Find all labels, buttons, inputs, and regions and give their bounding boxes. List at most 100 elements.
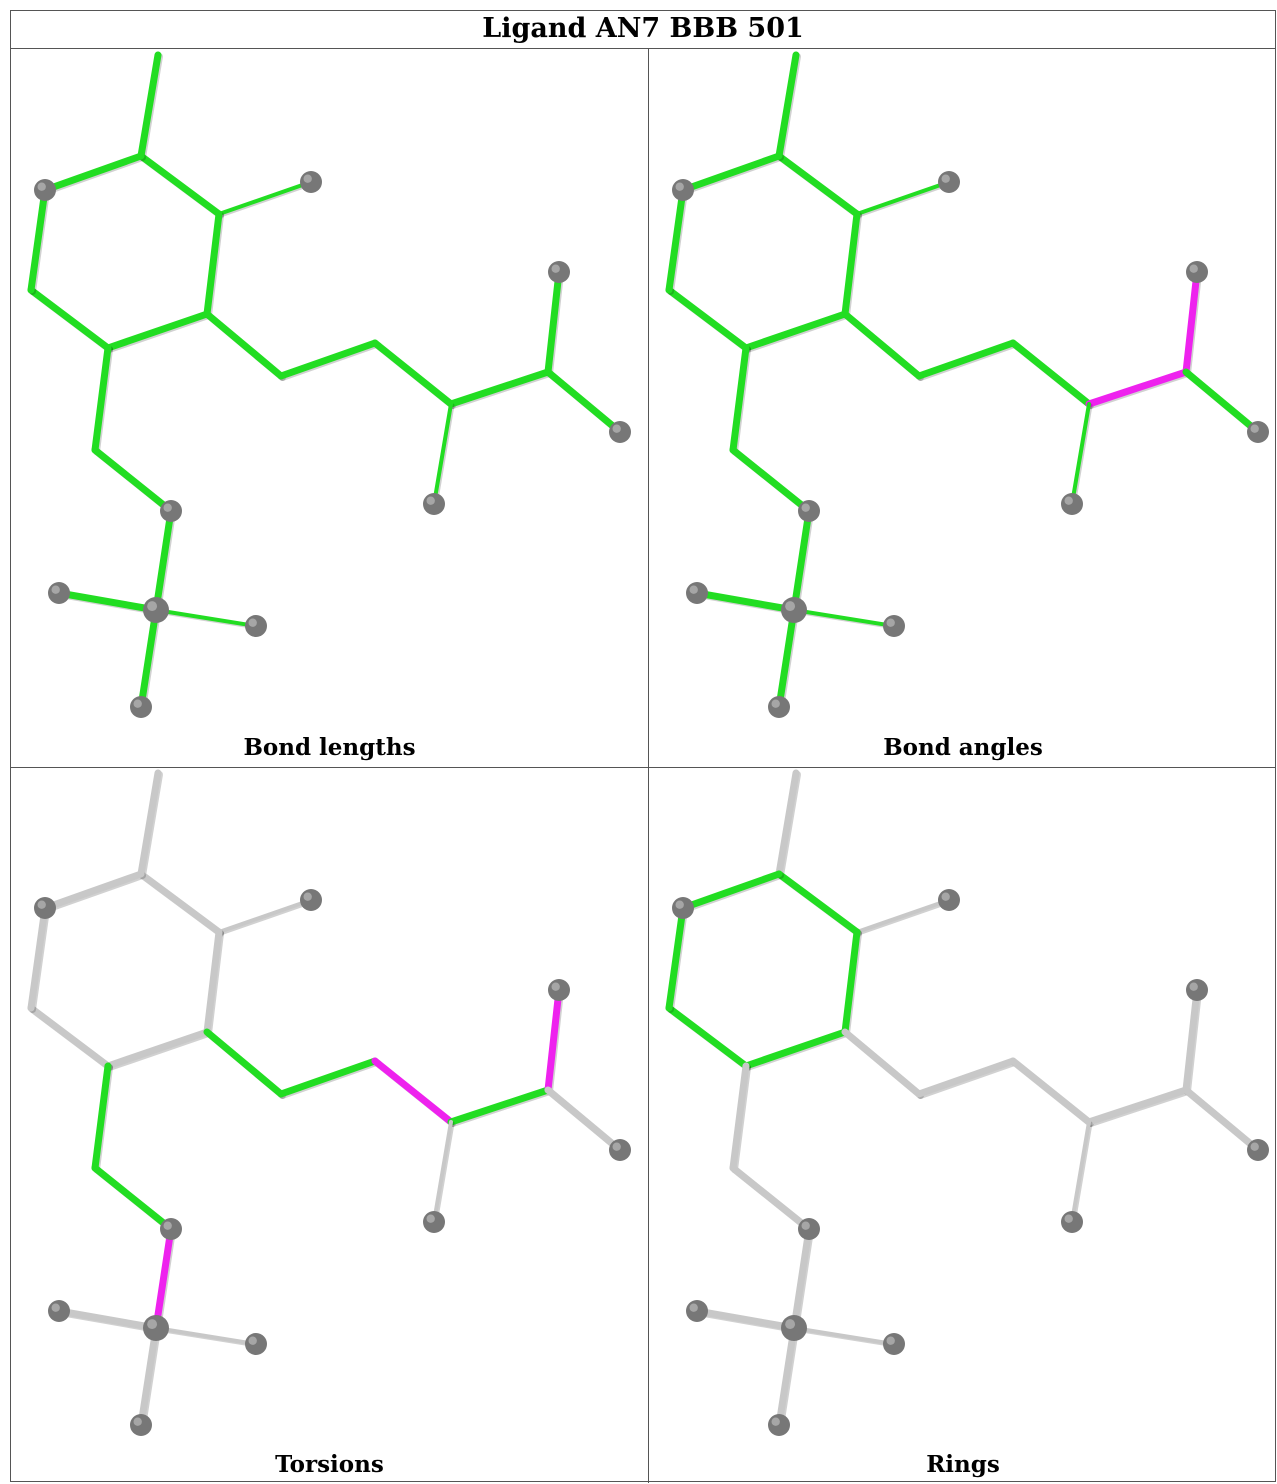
panel-caption: Bond angles xyxy=(883,734,1043,761)
bond-s-s1 xyxy=(91,1164,175,1233)
atom-highlight xyxy=(1250,424,1259,433)
atom-highlight xyxy=(886,1336,895,1345)
bond-a1-a2 xyxy=(915,339,1017,380)
bond-r2-m1 xyxy=(855,180,951,216)
atom-highlight xyxy=(1189,264,1198,273)
bond-r3-r4 xyxy=(742,1028,849,1070)
atom-p4 xyxy=(768,696,790,718)
atom-highlight xyxy=(133,699,142,708)
atom-t1 xyxy=(1061,493,1083,515)
atom-c3 xyxy=(609,421,631,443)
bond-a2-a3 xyxy=(1009,1057,1093,1126)
bond-a2-a3 xyxy=(1009,339,1093,408)
bond-c1-c3 xyxy=(544,1086,624,1154)
bond-r2-m1 xyxy=(855,898,951,934)
bond-top-r1 xyxy=(137,769,162,878)
atom-s1 xyxy=(798,500,820,522)
bond-c1-c2 xyxy=(544,986,563,1094)
bond-s-s1 xyxy=(729,446,813,515)
bond-p1-p3 xyxy=(792,608,896,628)
atom-highlight xyxy=(771,1417,780,1426)
grid-divider-vertical xyxy=(648,49,649,1483)
atom-highlight xyxy=(801,503,810,512)
atom-c2 xyxy=(548,261,570,283)
atom-highlight xyxy=(551,982,560,991)
molecule-view xyxy=(27,51,631,718)
panel-torsions: Torsions xyxy=(11,768,648,1483)
bond-a2-a3 xyxy=(371,339,455,408)
atom-highlight xyxy=(37,900,46,909)
atom-highlight xyxy=(248,618,257,627)
atom-p3 xyxy=(883,1333,905,1355)
figure-title: Ligand AN7 BBB 501 xyxy=(11,11,1275,49)
atom-highlight xyxy=(147,601,158,612)
bond-s1-p1 xyxy=(790,507,813,614)
bond-p1-p2 xyxy=(55,589,160,614)
bond-r1-r2 xyxy=(137,152,223,218)
bond-s-s1 xyxy=(91,446,175,515)
grid-divider-horizontal xyxy=(11,767,1275,768)
atom-r6 xyxy=(34,897,56,919)
bond-r4-s xyxy=(91,344,112,454)
bond-r4-r5 xyxy=(27,286,112,352)
bond-c1-c2 xyxy=(1182,268,1201,376)
atom-highlight xyxy=(785,1319,796,1330)
atom-highlight xyxy=(886,618,895,627)
bond-top-r1 xyxy=(775,51,800,160)
bond-c1-c3 xyxy=(1182,1086,1262,1154)
atom-highlight xyxy=(426,1214,435,1223)
atom-highlight xyxy=(689,1303,698,1312)
atom-p4 xyxy=(130,1414,152,1436)
atom-highlight xyxy=(551,264,560,273)
bond-r5-r6 xyxy=(27,904,49,1012)
atom-highlight xyxy=(801,1221,810,1230)
atom-m1 xyxy=(938,889,960,911)
panel-bond-angles: Bond angles xyxy=(649,50,1277,767)
atom-highlight xyxy=(1189,982,1198,991)
bond-a3-t1 xyxy=(1070,1120,1091,1224)
bond-r2-r3 xyxy=(841,928,861,1036)
figure-frame: Ligand AN7 BBB 501 Bond lengths Bond ang… xyxy=(10,10,1277,1483)
bond-a2-a3 xyxy=(371,1057,455,1126)
atom-m1 xyxy=(938,171,960,193)
panel-caption: Bond lengths xyxy=(243,734,416,761)
atom-highlight xyxy=(303,892,312,901)
bond-p1-p4 xyxy=(775,606,798,711)
bond-r4-r5 xyxy=(665,1004,750,1070)
bond-top-r1 xyxy=(137,51,162,160)
bond-a3-t1 xyxy=(432,1120,453,1224)
atom-highlight xyxy=(133,1417,142,1426)
panel-caption: Torsions xyxy=(275,1451,384,1478)
atom-highlight xyxy=(675,900,684,909)
bond-r2-r3 xyxy=(203,210,223,318)
atom-highlight xyxy=(163,503,172,512)
atom-p2 xyxy=(48,582,70,604)
bond-c1-c2 xyxy=(1182,986,1201,1094)
bond-a1-a2 xyxy=(277,339,379,380)
bond-p1-p3 xyxy=(154,608,258,628)
bond-r6-r1 xyxy=(679,152,783,194)
bond-r3-a1 xyxy=(841,1028,923,1098)
atom-highlight xyxy=(248,1336,257,1345)
atom-c3 xyxy=(609,1139,631,1161)
bond-r2-m1 xyxy=(217,898,313,934)
bond-r6-r1 xyxy=(679,870,783,912)
atom-p4 xyxy=(768,1414,790,1436)
bond-r1-r2 xyxy=(137,870,223,936)
bond-p1-p3 xyxy=(154,1326,258,1346)
bond-a3-c1 xyxy=(1085,1086,1190,1126)
bond-r2-m1 xyxy=(217,180,313,216)
atom-p3 xyxy=(883,615,905,637)
atom-s1 xyxy=(160,1218,182,1240)
bond-s1-p1 xyxy=(152,507,175,614)
bond-r1-r2 xyxy=(775,870,861,936)
atom-highlight xyxy=(612,1142,621,1151)
bond-r3-r4 xyxy=(104,1028,211,1070)
atom-s1 xyxy=(160,500,182,522)
atom-p3 xyxy=(245,615,267,637)
molecule-view xyxy=(665,769,1269,1436)
atom-highlight xyxy=(612,424,621,433)
bond-r3-a1 xyxy=(841,310,923,380)
panel-caption: Rings xyxy=(926,1451,1000,1478)
atom-highlight xyxy=(1250,1142,1259,1151)
